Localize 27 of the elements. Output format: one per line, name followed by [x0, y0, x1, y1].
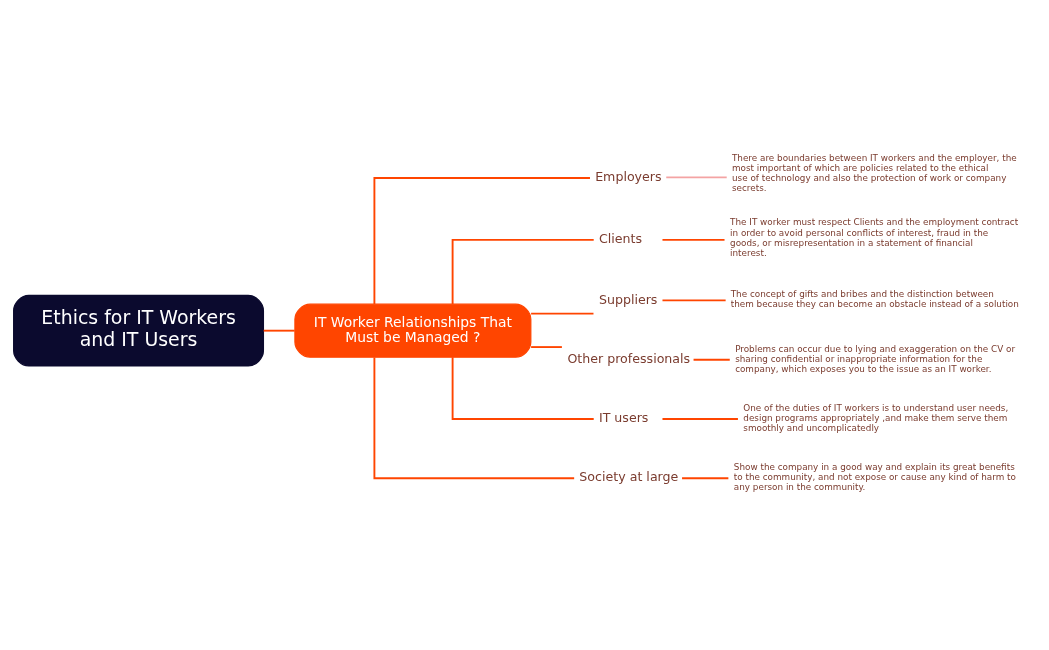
node-text: The concept of gifts and bribes and the distinction between them because they can become an obstacle instead of a solution	[730, 289, 1019, 310]
connector	[530, 312, 595, 315]
node-text: Clients	[598, 231, 642, 247]
node-text: Employers	[595, 169, 662, 185]
node-text: The IT worker must respect Clients and the employment contract in order to avoid personal conflicts of interest, fraud in the goods, or misrepresentation in a statement of financial interest.	[730, 217, 1019, 258]
connector	[692, 358, 731, 361]
node-text: Other professionals	[567, 350, 691, 366]
connector	[530, 346, 563, 348]
connector	[661, 299, 727, 302]
node-text: Show the company in a good way and explain its great benefits to the community, and not expose or cause any kind of harm to any person in the community.	[733, 462, 1016, 493]
node-text: One of the duties of IT workers is to understand user needs, design programs appropriately ,and make them serve them smoothly and uncomplicatedly	[743, 402, 1009, 434]
connector	[661, 418, 739, 420]
node-box: Ethics for IT Workers and IT Users	[13, 294, 265, 367]
node-text: IT users	[598, 410, 649, 426]
node-box: IT Worker Relationships That Must be Managed ?	[294, 303, 532, 358]
node-text: Society at large	[579, 469, 679, 485]
node-text: Suppliers	[598, 291, 658, 307]
connector	[262, 329, 296, 332]
connector	[451, 356, 595, 420]
node-text: There are boundaries between IT workers and the employer, the most important of which are policies related to the ethical use of technology and also the protection of work or company secrets.	[731, 153, 1017, 194]
connector	[665, 176, 728, 179]
connector	[373, 356, 576, 480]
node-text: Problems can occur due to lying and exaggeration on the CV or sharing confidential or inappropriate information for the company, which exposes you to the issue as an IT worker.	[735, 343, 1016, 374]
connector	[681, 477, 730, 480]
connector	[661, 238, 726, 241]
connector	[373, 177, 591, 306]
connector	[451, 238, 595, 305]
